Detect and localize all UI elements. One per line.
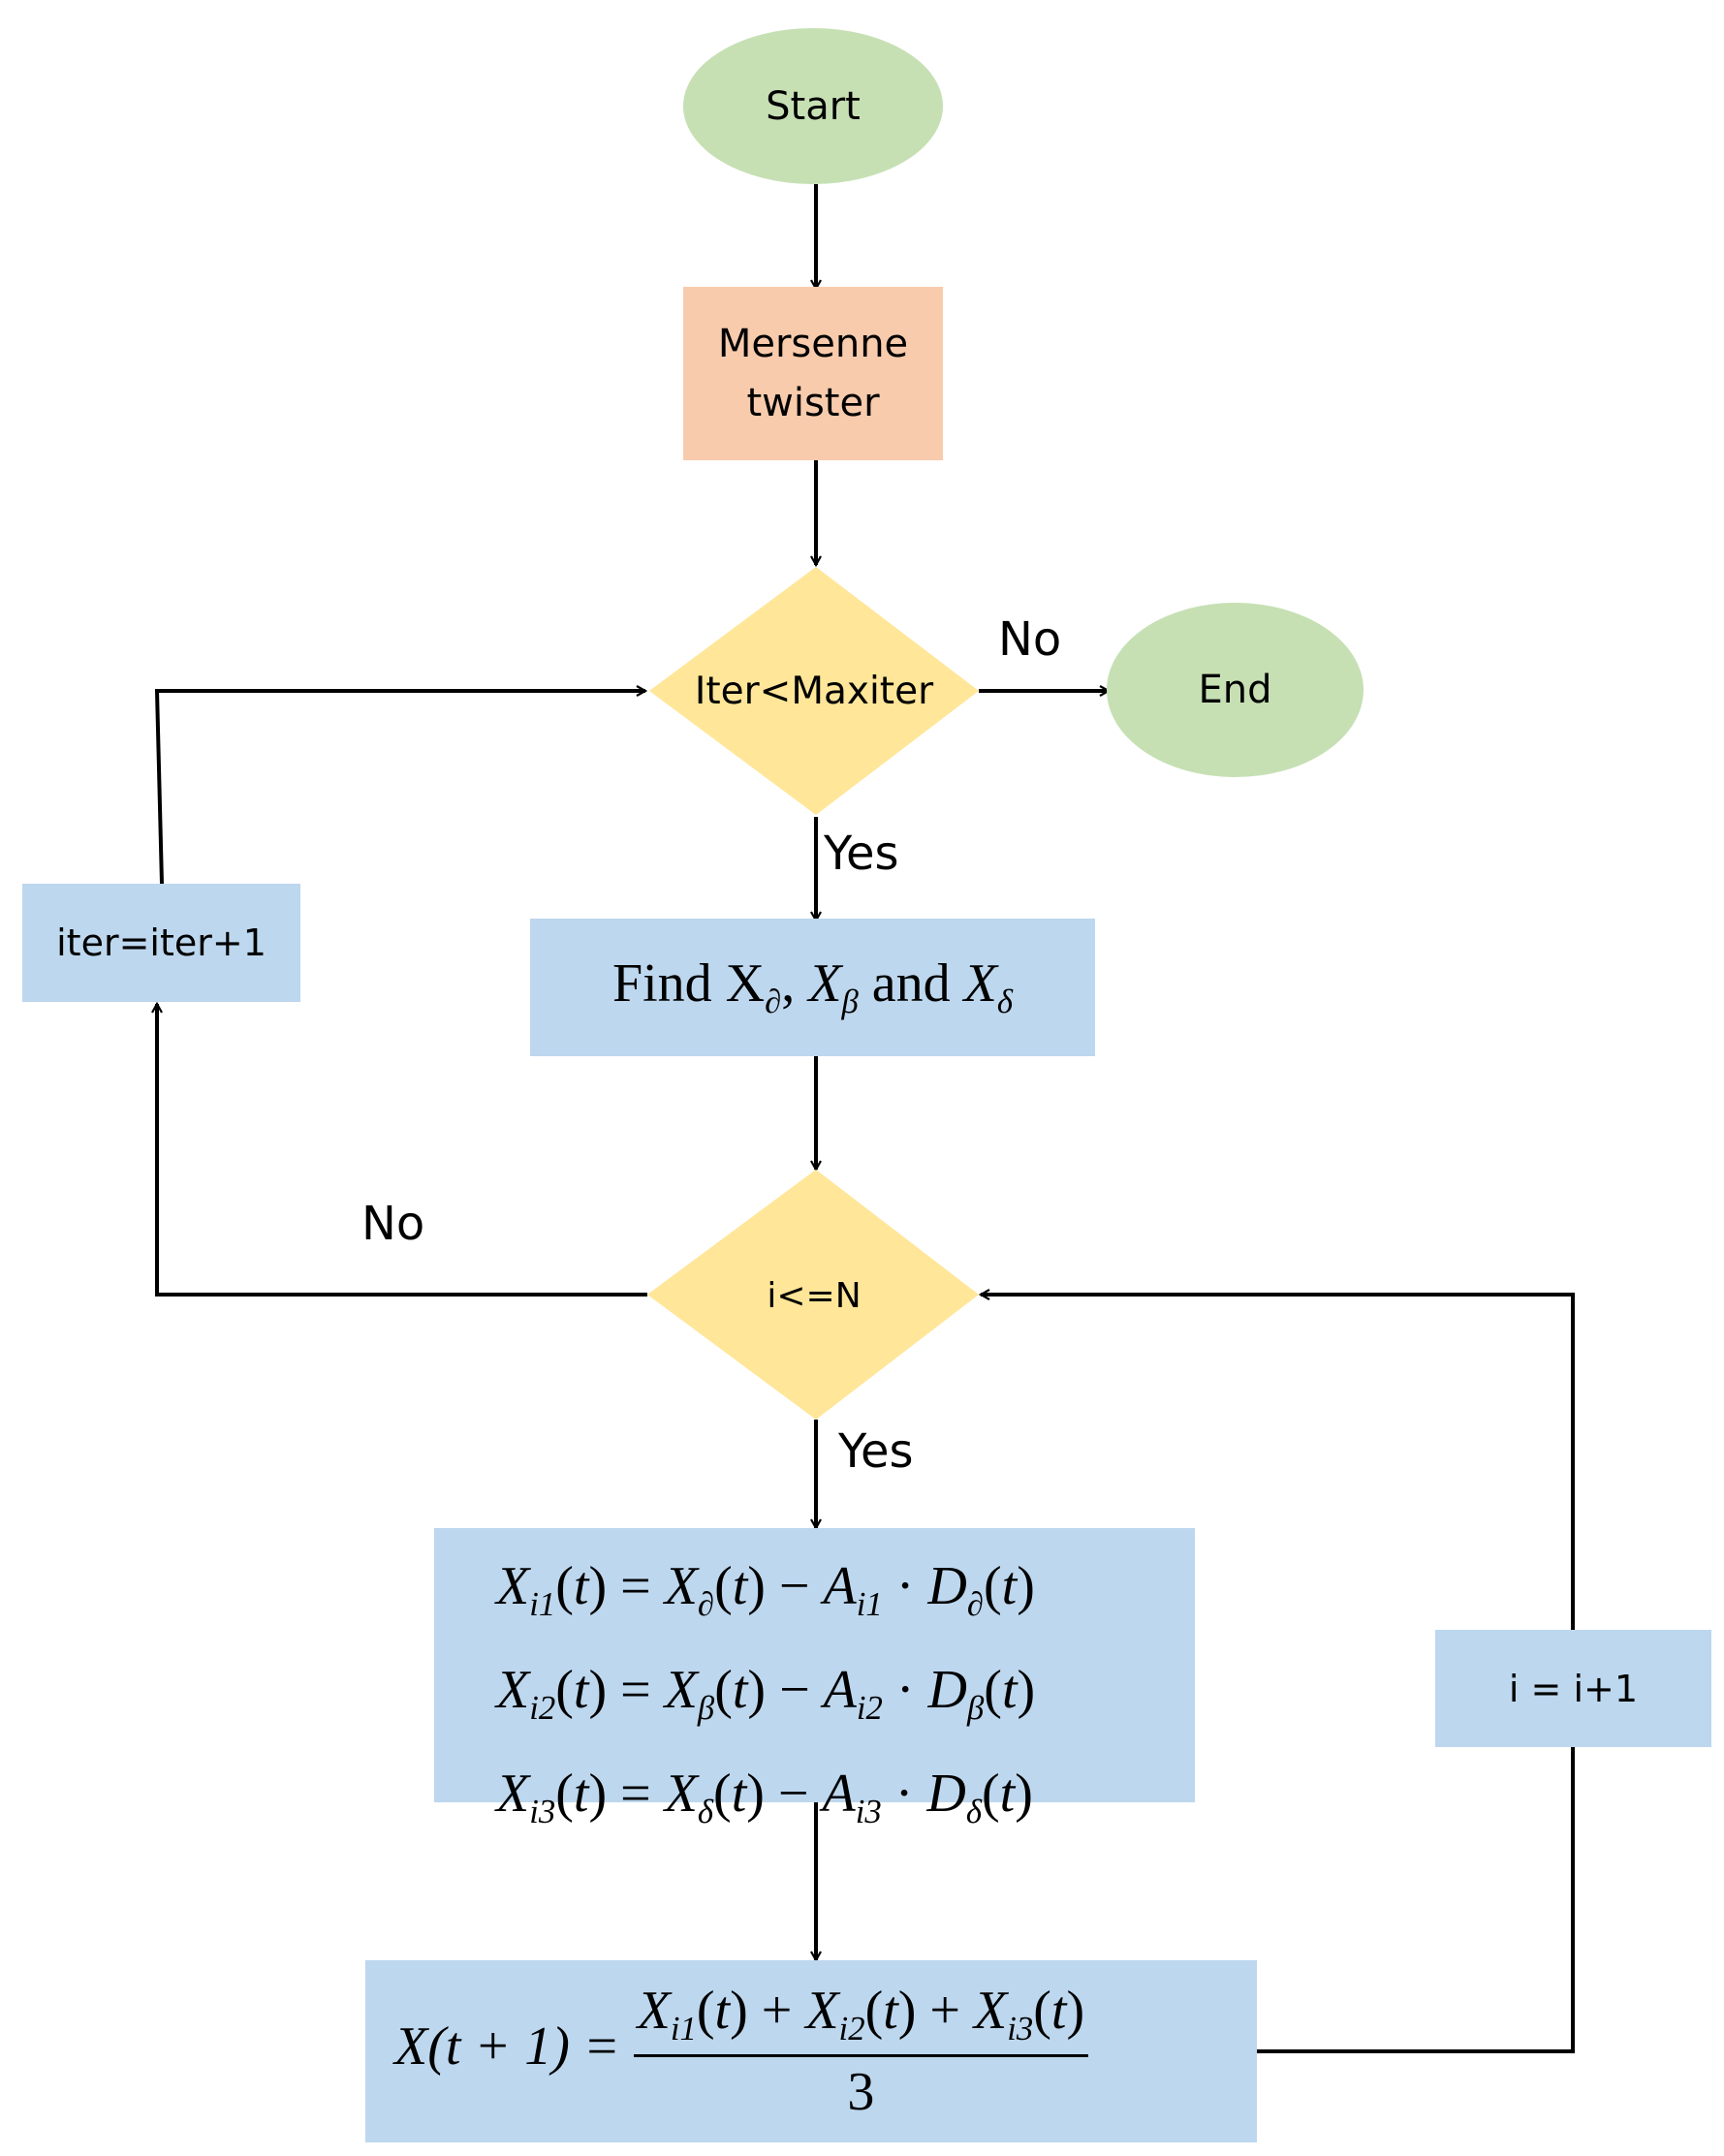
arrow-i-inc-to-i-check	[981, 1295, 1575, 1630]
average-update-box: X(t + 1) =Xi1(t) + Xi2(t) + Xi3(t)3	[365, 1960, 1257, 2142]
i-check-label: i<=N	[767, 1275, 862, 1316]
i-check-label-box: i<=N	[669, 1265, 959, 1326]
edge-label-yes-top: Yes	[824, 827, 899, 881]
end-terminal: End	[1107, 603, 1364, 777]
average-update-formula: X(t + 1) =Xi1(t) + Xi2(t) + Xi3(t)3	[394, 1980, 1089, 2123]
mersenne-twister-label: Mersenne twister	[717, 321, 909, 425]
edge-label-no-top: No	[998, 612, 1062, 667]
arrow-iter-inc-to-iter-check	[154, 691, 645, 885]
mersenne-twister-box: Mersenne twister	[683, 287, 943, 460]
end-label: End	[1198, 668, 1272, 712]
i-increment-label: i = i+1	[1508, 1667, 1639, 1710]
iter-check-label-box: Iter<Maxiter	[649, 659, 979, 723]
find-leaders-label: Find X∂, Xβ and Xδ	[611, 953, 1014, 1021]
edge-label-yes-bottom: Yes	[838, 1424, 914, 1479]
iter-check-label: Iter<Maxiter	[694, 669, 934, 713]
decision-diamond-iter	[649, 567, 979, 815]
iter-increment-box: iter=iter+1	[22, 884, 300, 1002]
equation-line-1: Xi1(t) = X∂(t) − Ai1 · D∂(t)	[496, 1556, 1035, 1624]
equation-line-3: Xi3(t) = Xδ(t) − Ai3 · Dδ(t)	[496, 1764, 1033, 1831]
iter-increment-label: iter=iter+1	[56, 922, 266, 964]
average-fraction: Xi1(t) + Xi2(t) + Xi3(t)3	[633, 1980, 1089, 2123]
position-equations-box: Xi1(t) = X∂(t) − Ai1 · D∂(t) Xi2(t) = Xβ…	[434, 1528, 1195, 1830]
arrow-update-to-i-inc	[1254, 1747, 1575, 2053]
edge-label-no-left: No	[361, 1197, 425, 1251]
arrow-i-check-no-to-iter-inc	[157, 1004, 647, 1297]
equation-line-2: Xi2(t) = Xβ(t) − Ai2 · Dβ(t)	[496, 1660, 1036, 1728]
decision-diamond-i	[647, 1170, 979, 1420]
start-terminal: Start	[683, 28, 943, 184]
find-leaders-box: Find X∂, Xβ and Xδ	[530, 919, 1095, 1056]
start-label: Start	[766, 83, 861, 129]
i-increment-box: i = i+1	[1435, 1630, 1711, 1747]
